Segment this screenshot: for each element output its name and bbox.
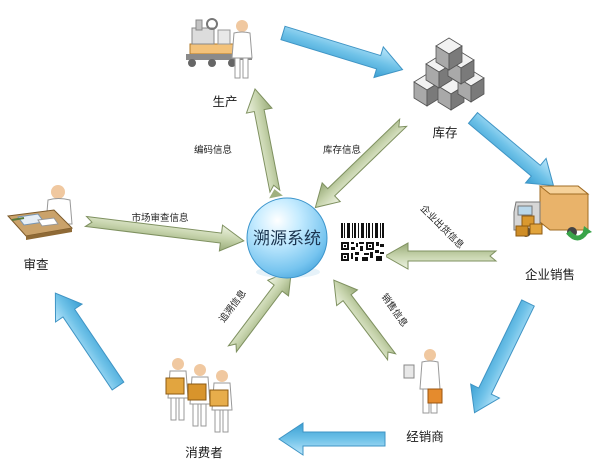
info-label-inventory: 库存信息 — [323, 144, 361, 156]
stacked-boxes-icon — [413, 37, 485, 111]
center-label: 溯源系统 — [253, 229, 321, 249]
info-arrow-sales — [333, 279, 397, 362]
info-label-encoding: 编码信息 — [194, 144, 232, 156]
node-label-production: 生产 — [212, 94, 237, 109]
info-arrow-inventory — [314, 117, 408, 209]
cycle-arrows — [54, 25, 555, 456]
qr-barcode-icon — [340, 222, 386, 263]
cycle-arrow-consumer-to-audit — [54, 292, 125, 391]
info-arrow-traceback — [227, 269, 292, 354]
auditor-desk-icon — [6, 185, 74, 240]
node-label-dealer: 经销商 — [406, 429, 444, 444]
info-arrow-encoding — [245, 88, 283, 199]
node-label-audit: 审查 — [23, 257, 49, 272]
consumers-with-boxes-icon — [165, 358, 233, 433]
info-label-shipment: 企业出货信息 — [418, 202, 467, 251]
node-label-inventory: 库存 — [432, 125, 457, 140]
cycle-arrow-dealer-to-consumer — [278, 422, 386, 456]
info-label-traceback: 追溯信息 — [216, 287, 248, 325]
info-label-sales: 销售信息 — [379, 291, 411, 329]
node-label-sales: 企业销售 — [525, 267, 575, 282]
dealer-person-icon — [403, 349, 443, 414]
delivery-truck-icon — [513, 185, 592, 241]
center-hub: 溯源系统 — [246, 197, 328, 279]
node-labels: 生产 库存 企业销售 经销商 消费者 审查 — [23, 94, 575, 460]
cycle-arrow-sales-to-dealer — [470, 299, 535, 414]
info-arrows — [83, 88, 498, 362]
center-sphere — [246, 197, 328, 279]
node-label-consumer: 消费者 — [185, 445, 223, 460]
factory-worker-icon — [186, 18, 253, 79]
info-label-market-audit: 市场审查信息 — [131, 212, 188, 224]
cycle-arrow-production-to-inventory — [280, 25, 404, 79]
info-arrow-market-audit — [83, 215, 245, 252]
info-arrow-shipment — [383, 242, 498, 270]
cycle-arrow-inventory-to-sales — [467, 111, 555, 187]
